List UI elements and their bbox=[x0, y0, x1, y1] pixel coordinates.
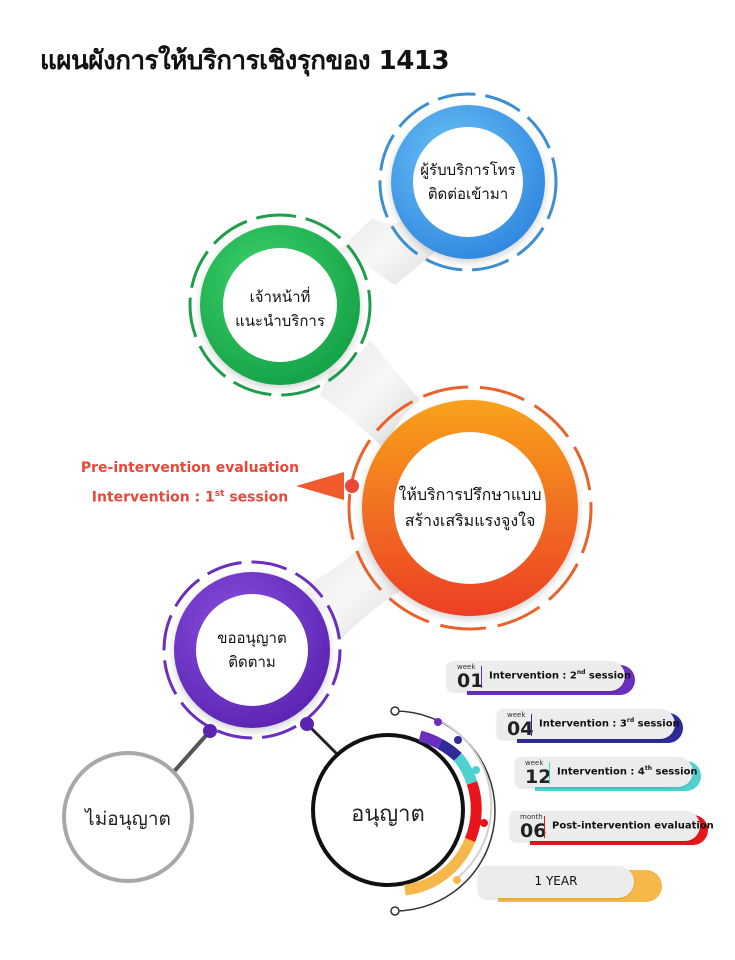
step-unit: week bbox=[507, 711, 526, 719]
staff-line1: เจ้าหน้าที่ bbox=[249, 288, 311, 306]
step-unit: month bbox=[520, 813, 543, 821]
allowed-label: อนุญาต bbox=[351, 802, 425, 827]
call-in-line2: ติดต่อเข้ามา bbox=[427, 185, 509, 203]
counsel-line1: ให้บริการปรึกษาแบบ bbox=[398, 485, 542, 504]
timeline-step-month06: month 06 Post-intervention evaluation bbox=[510, 811, 714, 845]
timeline-seg-week12 bbox=[453, 753, 478, 785]
timeline-seg-month06 bbox=[464, 781, 482, 843]
pre-intervention-line2: Intervention : 1st session bbox=[91, 489, 289, 506]
page-title: แผนผังการให้บริการเชิงรุกของ 1413 bbox=[40, 46, 450, 76]
timeline-dot-month06 bbox=[480, 819, 488, 827]
timeline-dot-week12 bbox=[472, 766, 480, 774]
branch-line-declined bbox=[168, 729, 212, 778]
timeline-arc-ring bbox=[437, 719, 493, 881]
allowed-circle bbox=[311, 733, 465, 887]
call-in-line1: ผู้รับบริการโทร bbox=[420, 161, 516, 179]
timeline-step-week01: week 01 Intervention : 2nd session bbox=[447, 661, 635, 695]
step-number: 06 bbox=[520, 820, 547, 842]
step-number: 04 bbox=[507, 718, 534, 740]
consent-line2: ติดตาม bbox=[228, 653, 276, 671]
counsel-node-inner bbox=[394, 432, 546, 584]
staff-node-label: เจ้าหน้าที่ แนะนำบริการ bbox=[225, 285, 335, 333]
consent-node-inner bbox=[196, 594, 308, 706]
step-unit: week bbox=[525, 759, 544, 767]
step-label: Intervention : 2nd session bbox=[489, 669, 631, 682]
timeline-seg-week04 bbox=[437, 739, 462, 762]
declined-circle bbox=[62, 751, 194, 883]
timeline-dot-week04 bbox=[454, 736, 462, 744]
timeline-step-week12: week 12 Intervention : 4th session bbox=[515, 757, 701, 791]
timeline-seg-week01 bbox=[418, 730, 443, 749]
timeline-step-year: 1 YEAR bbox=[478, 866, 662, 904]
step-label: Intervention : 4th session bbox=[557, 765, 698, 778]
step-label: Intervention : 3rd session bbox=[539, 717, 680, 730]
branch-line-allowed bbox=[305, 722, 342, 759]
counsel-line2: สร้างเสริมแรงจูงใจ bbox=[404, 511, 536, 530]
call-in-node-inner bbox=[413, 127, 523, 237]
counsel-pointer-dot bbox=[345, 479, 359, 493]
counsel-pointer-arrow bbox=[296, 472, 344, 500]
step-label: Post-intervention evaluation bbox=[552, 820, 714, 832]
consent-line1: ขออนุญาต bbox=[217, 629, 287, 647]
step-number: 12 bbox=[525, 766, 552, 788]
branch-dot-allowed bbox=[300, 717, 314, 731]
staff-line2: แนะนำบริการ bbox=[235, 312, 325, 330]
consent-node-label: ขออนุญาต ติดตาม bbox=[197, 626, 307, 674]
pre-intervention-line1: Pre-intervention evaluation bbox=[80, 460, 300, 476]
year-label: 1 YEAR bbox=[534, 874, 578, 888]
counsel-node-dash bbox=[347, 385, 593, 631]
step-unit: week bbox=[457, 663, 476, 671]
counsel-node-label: ให้บริการปรึกษาแบบ สร้างเสริมแรงจูงใจ bbox=[395, 482, 545, 534]
timeline-dot-year bbox=[453, 876, 461, 884]
timeline-step-week04: week 04 Intervention : 3rd session bbox=[497, 709, 683, 743]
timeline-dot-week01 bbox=[434, 718, 442, 726]
pre-intervention-label: Pre-intervention evaluation Intervention… bbox=[80, 455, 300, 511]
staff-node-inner bbox=[223, 248, 337, 362]
timeline-seg-year bbox=[404, 837, 476, 896]
declined-label: ไม่อนุญาต bbox=[85, 808, 171, 830]
consent-node-dash bbox=[162, 560, 342, 740]
staff-node-dash bbox=[188, 213, 372, 397]
call-in-node-label: ผู้รับบริการโทร ติดต่อเข้ามา bbox=[413, 158, 523, 206]
branch-dot-declined bbox=[203, 724, 217, 738]
step-number: 01 bbox=[457, 670, 484, 692]
call-in-node-dash bbox=[378, 92, 558, 272]
